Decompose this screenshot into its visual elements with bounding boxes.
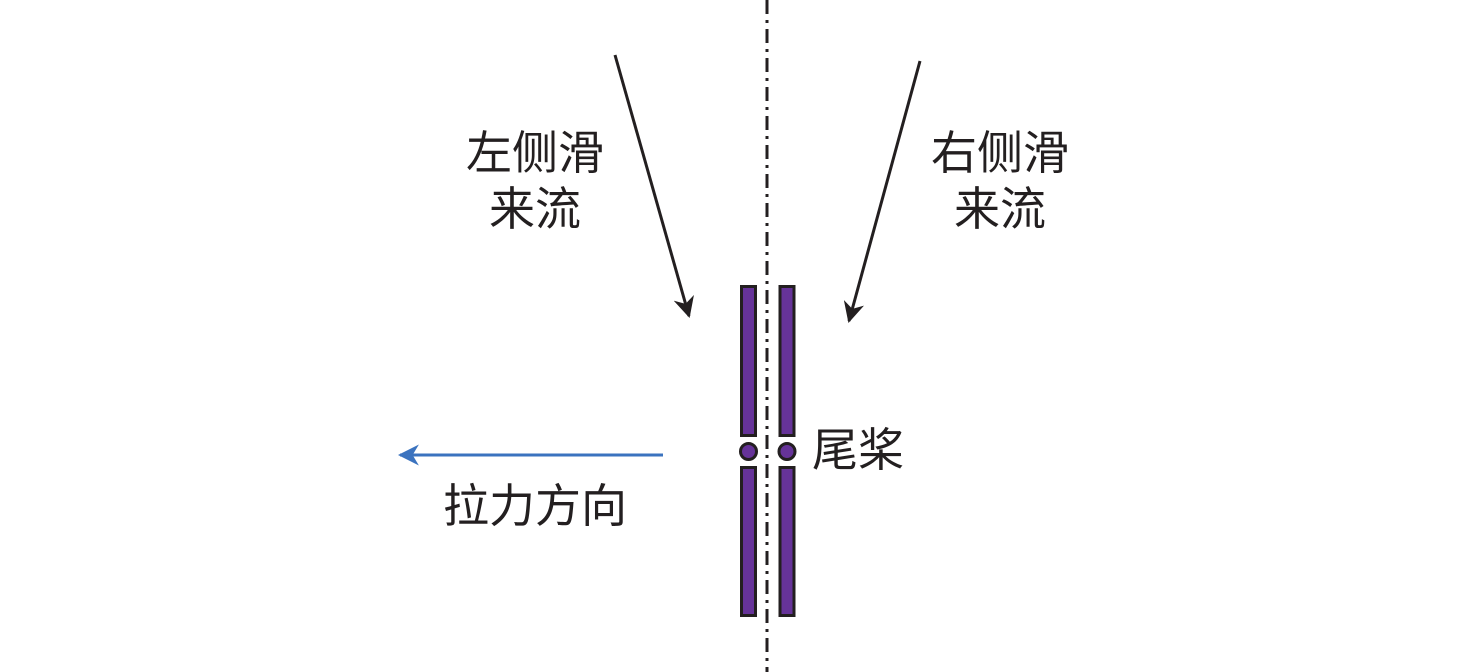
thrust-direction-label: 拉力方向 [443, 479, 627, 533]
right-flow-label: 右侧滑 来流 [920, 125, 1080, 237]
right-flow-line1: 右侧滑 [931, 126, 1069, 180]
left-sideslip-arrow [613, 54, 694, 319]
left-flow-label: 左侧滑 来流 [455, 125, 615, 237]
left-flow-line1: 左侧滑 [466, 126, 604, 180]
right-flow-line2: 来流 [954, 182, 1046, 236]
left-hub [739, 442, 758, 461]
right-hub [777, 442, 797, 461]
left-flow-line2: 来流 [489, 182, 581, 236]
left-blade-upper [740, 285, 757, 437]
tail-rotor-label: 尾桨 [812, 423, 904, 477]
right-blade-lower [778, 466, 796, 617]
left-blade-lower [740, 466, 757, 617]
right-sideslip-arrow [843, 60, 922, 324]
right-blade-upper [778, 285, 796, 437]
